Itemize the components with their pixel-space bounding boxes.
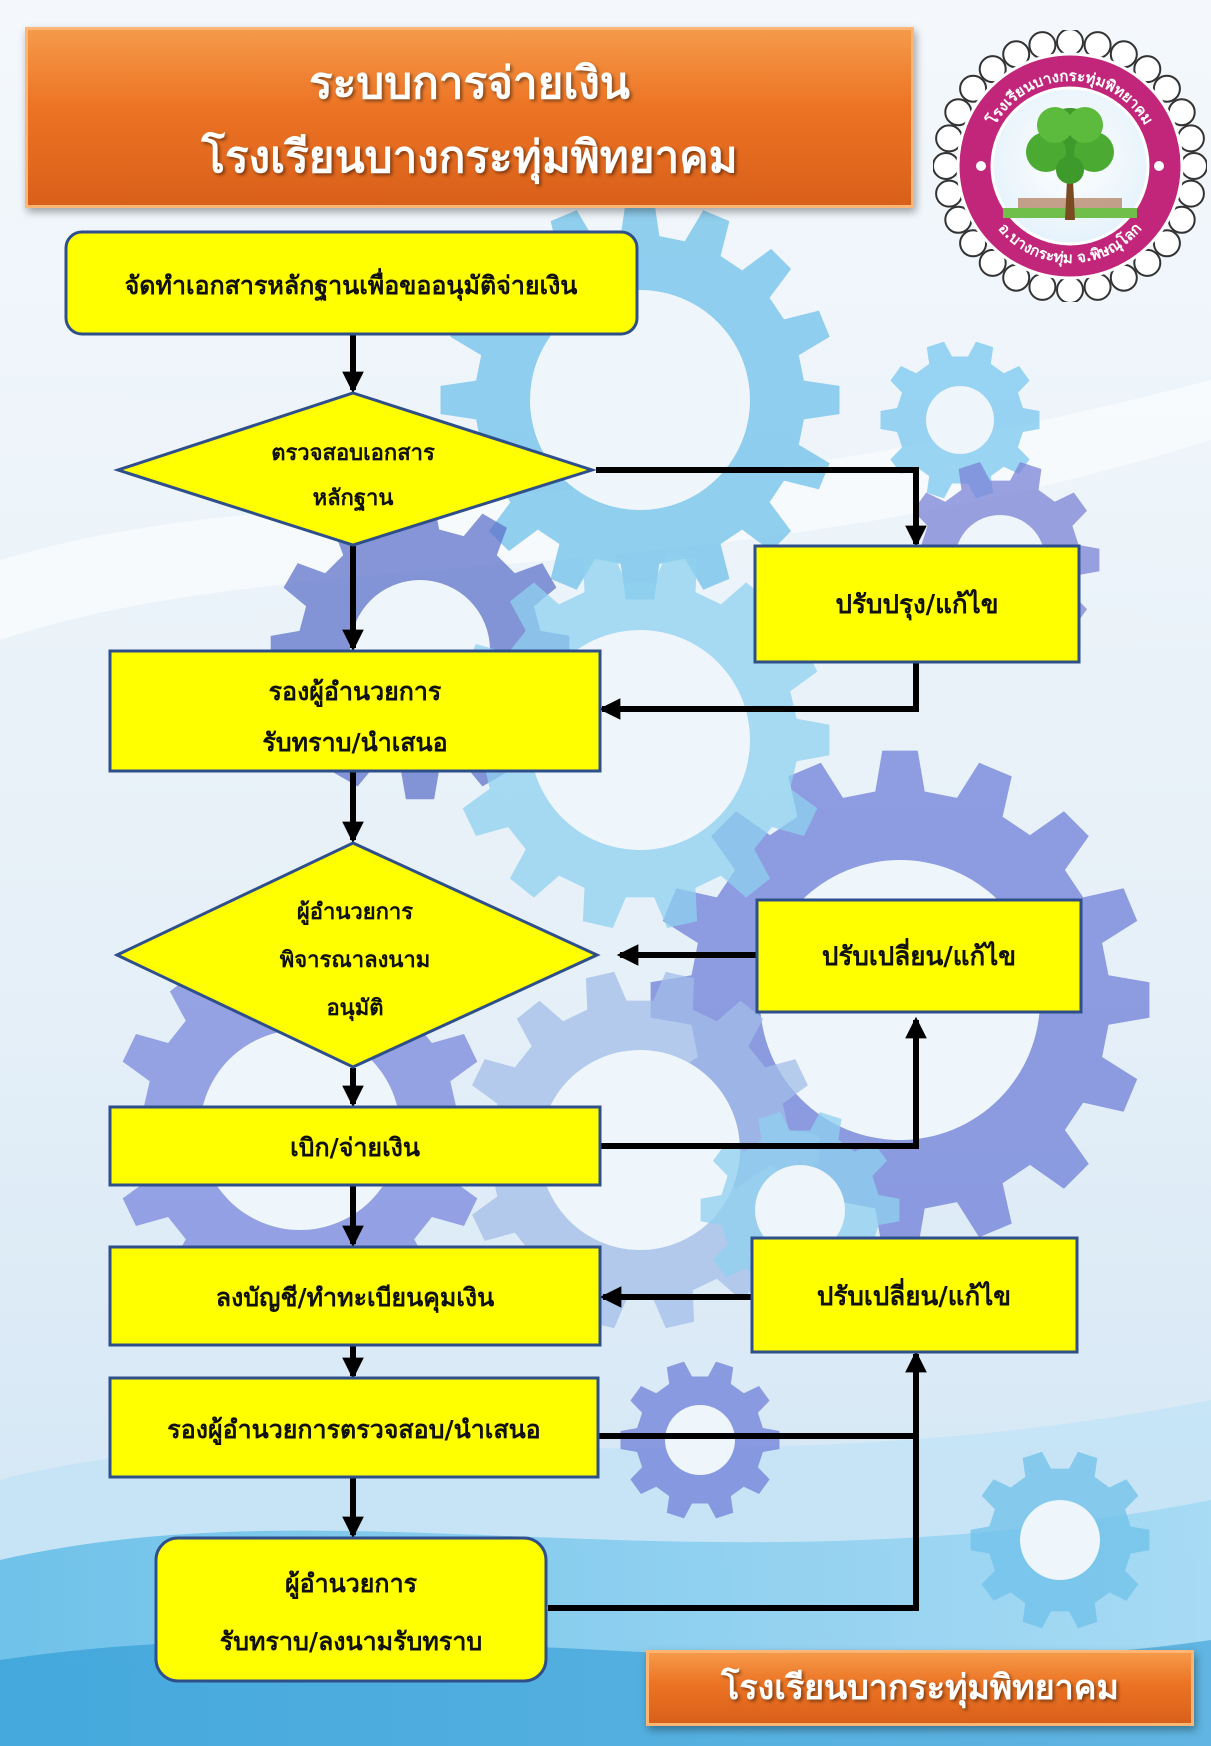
svg-text:เบิก/จ่ายเงิน: เบิก/จ่ายเงิน: [290, 1133, 420, 1162]
gear-hole: [530, 290, 750, 510]
seal-scallop: [959, 229, 988, 258]
step-change-fix-1: ปรับเปลี่ยน/แก้ไข: [755, 898, 1083, 1014]
title-banner: ระบบการจ่ายเงิน โรงเรียนบางกระทุ่มพิทยาค…: [25, 27, 914, 208]
svg-text:จัดทำเอกสารหลักฐานเพื่อขออนุมั: จัดทำเอกสารหลักฐานเพื่อขออนุมัติจ่ายเงิน: [125, 268, 578, 302]
flow-connectors: [342, 302, 927, 1611]
seal-scallop: [1133, 248, 1162, 277]
seal-ornament-icon: [976, 161, 1164, 171]
seal-scallop: [959, 74, 988, 103]
step-record-ledger: ลงบัญชี/ทำทะเบียนคุมเงิน: [108, 1245, 602, 1347]
svg-text:ตรวจสอบเอกสาร: ตรวจสอบเอกสาร: [271, 441, 435, 466]
arrow-withdraw-to-change1: [600, 1016, 927, 1149]
svg-text:หลักฐาน: หลักฐาน: [313, 486, 394, 512]
svg-text:อนุมัติ: อนุมัติ: [326, 996, 383, 1022]
svg-text:พิจารณาลงนาม: พิจารณาลงนาม: [280, 948, 430, 973]
step-director-sign: ผู้อำนวยการ รับทราบ/ลงนามรับทราบ: [154, 1536, 548, 1683]
gear-hole: [665, 1405, 735, 1475]
svg-text:ผู้อำนวยการ: ผู้อำนวยการ: [285, 1569, 418, 1600]
gear-hole: [540, 1050, 740, 1250]
svg-text:รับทราบ/นำเสนอ: รับทราบ/นำเสนอ: [262, 728, 447, 757]
svg-text:ผู้อำนวยการ: ผู้อำนวยการ: [297, 900, 413, 926]
arrow-improve-to-deputy: [598, 663, 919, 720]
step-director-consider: ผู้อำนวยการ พิจารณาลงนาม อนุมัติ: [113, 841, 601, 1069]
arrow-check-to-improve: [596, 467, 927, 548]
seal-scallop: [978, 55, 1007, 84]
step-deputy-check-present: รองผู้อำนวยการตรวจสอบ/นำเสนอ: [108, 1376, 600, 1479]
svg-text:รองผู้อำนวยการตรวจสอบ/นำเสนอ: รองผู้อำนวยการตรวจสอบ/นำเสนอ: [167, 1415, 540, 1446]
footer-school-name: โรงเรียนบากระทุ่มพิทยาคม: [721, 1668, 1119, 1708]
step-prepare-docs: จัดทำเอกสารหลักฐานเพื่อขออนุมัติจ่ายเงิน: [64, 230, 639, 336]
svg-text:รองผู้อำนวยการ: รองผู้อำนวยการ: [269, 677, 442, 708]
gear-hole: [755, 1165, 845, 1255]
step-check-docs: ตรวจสอบเอกสาร หลักฐาน: [113, 391, 597, 547]
title-line-2: โรงเรียนบางกระทุ่มพิทยาคม: [201, 132, 738, 183]
step-change-fix-2: ปรับเปลี่ยน/แก้ไข: [750, 1236, 1079, 1354]
seal-scallop: [1133, 55, 1162, 84]
svg-text:ปรับเปลี่ยน/แก้ไข: ปรับเปลี่ยน/แก้ไข: [817, 1277, 1011, 1312]
seal-scallop: [978, 248, 1007, 277]
title-line-1: ระบบการจ่ายเงิน: [309, 58, 630, 109]
svg-text:รับทราบ/ลงนามรับทราบ: รับทราบ/ลงนามรับทราบ: [220, 1627, 483, 1656]
step-improve-fix: ปรับปรุง/แก้ไข: [753, 544, 1081, 664]
seal-scallop: [1152, 229, 1181, 258]
svg-text:ปรับปรุง/แก้ไข: ปรับปรุง/แก้ไข: [836, 588, 999, 621]
line-directorsign-to-change2: [548, 1436, 919, 1611]
step-withdraw-pay: เบิก/จ่ายเงิน: [108, 1105, 602, 1187]
tree-icon: [1003, 107, 1137, 220]
arrow-deputycheck-to-change2: [598, 1350, 927, 1439]
gear-hole: [1020, 1500, 1100, 1580]
step-deputy-acknowledge: รองผู้อำนวยการ รับทราบ/นำเสนอ: [108, 649, 602, 773]
seal-scallop: [1152, 74, 1181, 103]
gear-hole: [926, 386, 994, 454]
footer-banner: โรงเรียนบากระทุ่มพิทยาคม: [646, 1650, 1194, 1726]
school-seal-logo: โรงเรียนบางกระทุ่มพิทยาคม อ.บางกระทุ่ม จ…: [933, 30, 1207, 302]
svg-text:ปรับเปลี่ยน/แก้ไข: ปรับเปลี่ยน/แก้ไข: [822, 937, 1016, 972]
svg-text:ลงบัญชี/ทำทะเบียนคุมเงิน: ลงบัญชี/ทำทะเบียนคุมเงิน: [216, 1283, 494, 1314]
